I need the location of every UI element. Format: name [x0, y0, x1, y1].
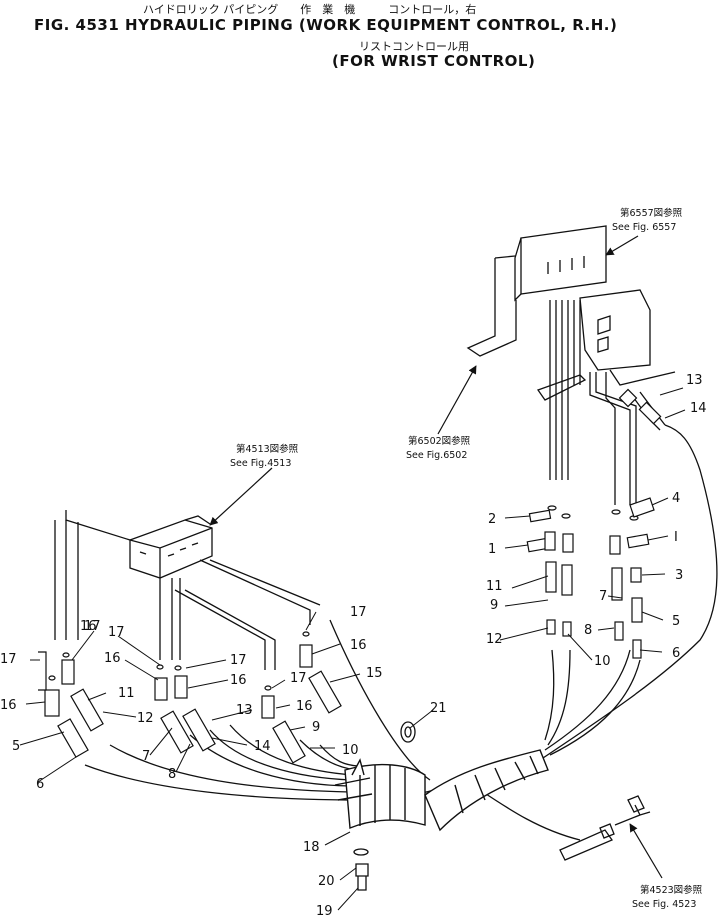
callout-13: 13 [686, 373, 703, 388]
subtitle-japanese: リストコントロール用 [359, 40, 469, 53]
callout-8: 8 [168, 767, 176, 782]
upper-valve-block [466, 225, 676, 505]
ref-6557-en: See Fig. 6557 [612, 222, 676, 233]
ref-4513-jp: 第4513図参照 [236, 443, 299, 455]
figure-subtitle: (FOR WRIST CONTROL) [332, 52, 536, 70]
figure-title: FIG. 4531 HYDRAULIC PIPING (WORK EQUIPME… [34, 16, 618, 34]
callout-16: 16 [0, 698, 17, 713]
callout-2: 2 [488, 512, 496, 527]
callout-21: 21 [430, 701, 447, 716]
callout-16: 16 [80, 619, 97, 634]
callout-13: 13 [236, 703, 253, 718]
callout-1-alt: I [674, 530, 678, 545]
callout-10: 10 [342, 743, 359, 758]
callout-17: 17 [108, 625, 125, 640]
ref-4513-en: See Fig.4513 [230, 458, 291, 469]
title-japanese: ハイドロリック パイピング 作 業 機 コントロール，右 [143, 3, 477, 16]
ref-6557-jp: 第6557図参照 [620, 207, 683, 219]
callout-9: 9 [490, 598, 498, 613]
callout-16: 16 [230, 673, 247, 688]
callout-16: 16 [350, 638, 367, 653]
callout-17: 17 [84, 619, 101, 634]
callout-17: 17 [290, 671, 307, 686]
callout-5: 5 [672, 614, 680, 629]
protective-sleeves [334, 749, 549, 832]
callout-4: 4 [672, 491, 680, 506]
callout-15: 15 [366, 666, 383, 681]
reference-notes: 第6557図参照 See Fig. 6557 第6502図参照 See Fig.… [230, 207, 703, 910]
callout-9: 9 [312, 720, 320, 735]
callout-11: 11 [486, 579, 503, 594]
callout-1: 1 [488, 542, 496, 557]
callout-18: 18 [303, 840, 320, 855]
callout-20: 20 [318, 874, 335, 889]
callout-16: 16 [296, 699, 313, 714]
callout-17: 17 [0, 652, 17, 667]
right-fittings [526, 388, 662, 659]
ref-4523-en: See Fig. 4523 [632, 899, 696, 910]
callout-7: 7 [599, 589, 607, 604]
callout-19: 19 [316, 904, 333, 919]
ref-6502-jp: 第6502図参照 [408, 435, 471, 447]
callout-17: 17 [350, 605, 367, 620]
ref-4523-jp: 第4523図参照 [640, 884, 703, 896]
callout-3: 3 [675, 568, 683, 583]
callout-12: 12 [137, 711, 154, 726]
callout-6: 6 [672, 646, 680, 661]
callout-numbers: 13 14 4 2 1 I 3 5 6 11 9 7 12 8 10 17 16… [0, 373, 707, 919]
callout-12: 12 [486, 632, 503, 647]
callout-8: 8 [584, 623, 592, 638]
callout-6: 6 [36, 777, 44, 792]
left-valve-block [54, 510, 321, 670]
callout-17: 17 [230, 653, 247, 668]
left-fittings [38, 631, 342, 764]
callout-7: 7 [142, 749, 150, 764]
callout-14: 14 [690, 401, 707, 416]
callout-11: 11 [118, 686, 135, 701]
callout-10: 10 [594, 654, 611, 669]
leader-lines [19, 387, 686, 911]
reference-arrows [209, 235, 663, 879]
callout-16: 16 [104, 651, 121, 666]
callout-14: 14 [254, 739, 271, 754]
ref-6502-en: See Fig.6502 [406, 450, 467, 461]
callout-5: 5 [12, 739, 20, 754]
